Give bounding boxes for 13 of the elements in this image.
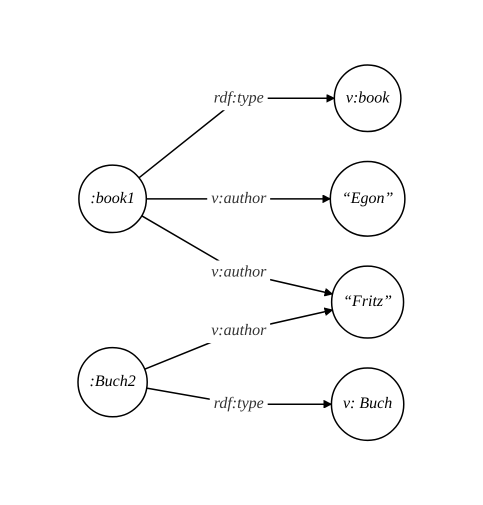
edge-label: v:author (211, 322, 266, 339)
edge-label: v:author (211, 190, 266, 207)
edge-label: v:author (211, 263, 266, 280)
edge-label: rdf:type (214, 395, 264, 412)
node-circle: v: Buch (330, 367, 405, 441)
node-circle: :book1 (78, 164, 148, 234)
node-circle: “Egon” (330, 160, 406, 237)
edge-label: rdf:type (214, 89, 264, 106)
node-circle: v:book (334, 64, 402, 132)
arrow (144, 307, 333, 370)
node-circle: :Buch2 (77, 346, 148, 418)
arrow (141, 215, 333, 296)
node-circle: “Fritz” (330, 265, 404, 339)
